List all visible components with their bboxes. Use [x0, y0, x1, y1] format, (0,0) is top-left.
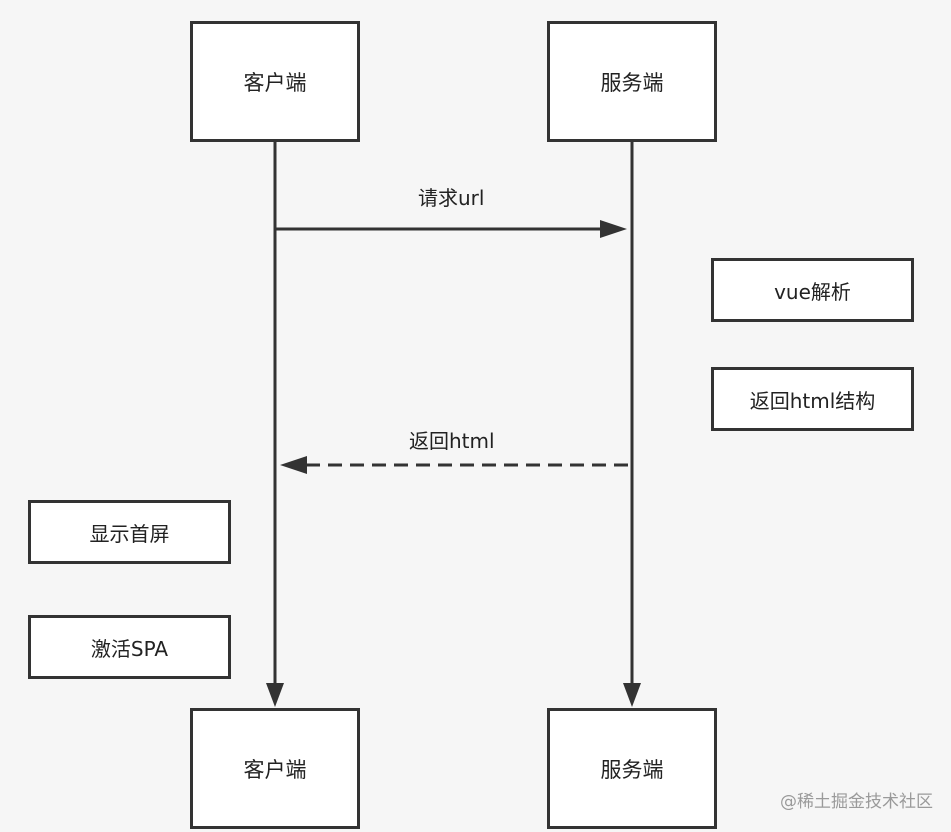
participant-client-top: 客户端 — [190, 21, 360, 142]
note-client-render: 显示首屏 — [28, 500, 231, 564]
participant-server-top: 服务端 — [547, 21, 717, 142]
participant-client-top-label: 客户端 — [243, 70, 307, 95]
response-message-label: 返回html — [409, 429, 495, 453]
note-client-render-label: 显示首屏 — [89, 521, 170, 546]
watermark-text: @稀土掘金技术社区 — [780, 792, 933, 812]
note-server-return-label: 返回html结构 — [749, 388, 876, 413]
participant-server-bottom-label: 服务端 — [600, 757, 664, 782]
request-arrowhead — [600, 220, 627, 238]
request-message-label: 请求url — [418, 186, 485, 210]
participant-client-bottom-label: 客户端 — [243, 757, 307, 782]
server-lifeline-arrowhead — [623, 683, 641, 707]
note-client-activate-label: 激活SPA — [90, 636, 169, 661]
response-arrowhead — [280, 456, 307, 474]
participant-server-top-label: 服务端 — [600, 70, 664, 95]
note-server-parse-label: vue解析 — [774, 279, 851, 304]
note-client-activate: 激活SPA — [28, 615, 231, 679]
note-server-parse: vue解析 — [711, 258, 914, 322]
note-server-return: 返回html结构 — [711, 367, 914, 431]
client-lifeline-arrowhead — [266, 683, 284, 707]
participant-server-bottom: 服务端 — [547, 708, 717, 829]
participant-client-bottom: 客户端 — [190, 708, 360, 829]
